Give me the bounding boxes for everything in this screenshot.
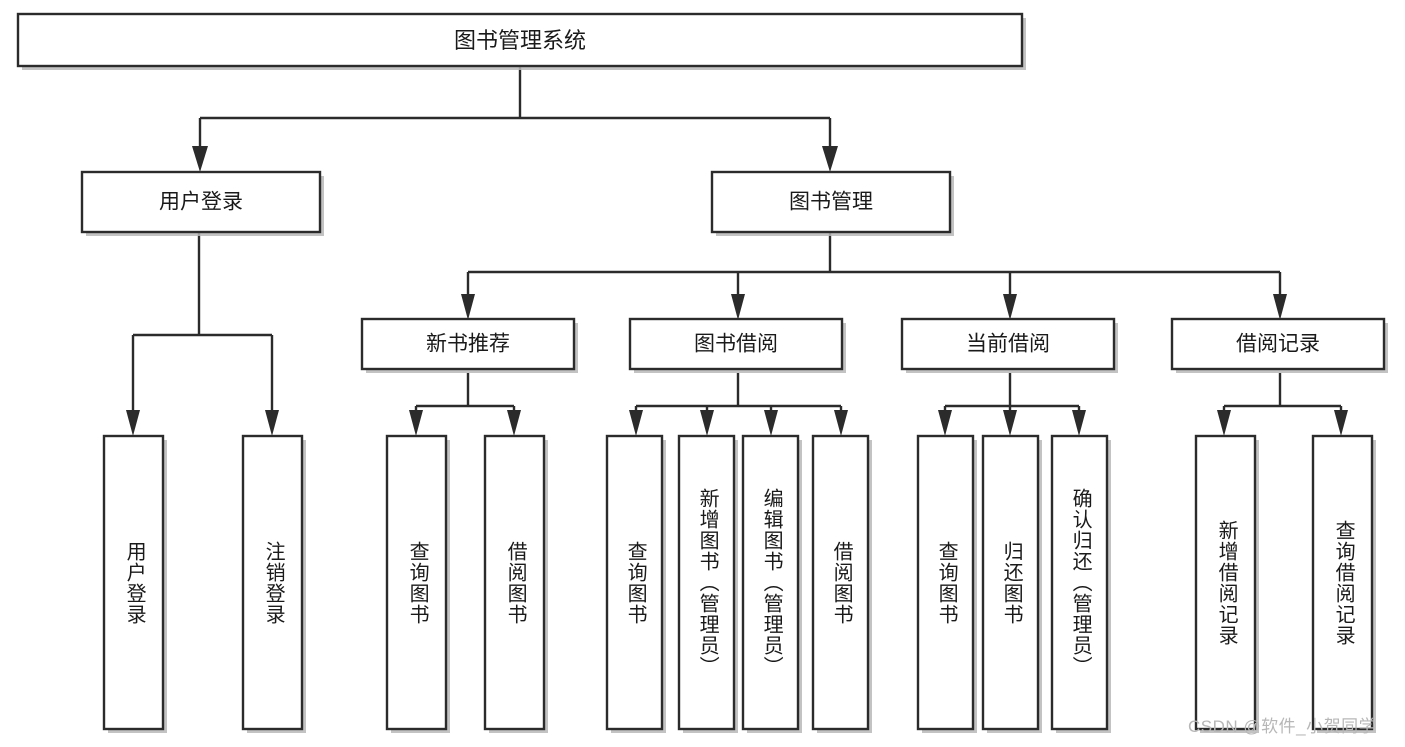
- arrow-borrow-record-leaf-1: [1217, 410, 1231, 436]
- node-leaf-return-book[interactable]: [981, 434, 1040, 731]
- node-leaf-confirm-return-admin[interactable]: [1050, 434, 1109, 731]
- node-root-label: 图书管理系统: [454, 28, 586, 53]
- csdn-watermark: CSDN @软件_小贺同学: [1188, 717, 1377, 736]
- connector-layer: [126, 67, 1348, 436]
- arrow-new-book-leaf-1: [409, 410, 423, 436]
- node-book-management-label: 图书管理: [789, 191, 873, 214]
- node-borrow-record[interactable]: [1170, 317, 1386, 371]
- node-leaf-borrow-book[interactable]: [811, 434, 870, 731]
- arrow-user-login-leaf-1: [126, 410, 140, 436]
- arrow-book-borrow-leaf-4: [834, 410, 848, 436]
- node-leaf-new-book-borrow[interactable]: [483, 434, 546, 731]
- arrow-current-borrow-leaf-3: [1072, 410, 1086, 436]
- node-leaf-current-query[interactable]: [916, 434, 975, 731]
- arrow-to-book-manage: [822, 146, 838, 172]
- node-leaf-query-borrow-record[interactable]: [1311, 434, 1374, 731]
- node-current-borrow-label: 当前借阅: [966, 333, 1050, 356]
- node-leaf-new-book-query[interactable]: [385, 434, 448, 731]
- node-leaf-edit-book-admin[interactable]: [741, 434, 800, 731]
- node-new-book-recommend-label: 新书推荐: [426, 333, 510, 356]
- arrow-to-current-borrow: [1003, 294, 1017, 320]
- arrow-to-new-book: [461, 294, 475, 320]
- node-book-borrow-label: 图书借阅: [694, 333, 778, 356]
- arrow-new-book-leaf-2: [507, 410, 521, 436]
- arrow-user-login-leaf-2: [265, 410, 279, 436]
- node-leaf-add-book-admin[interactable]: [677, 434, 736, 731]
- arrow-book-borrow-leaf-2: [700, 410, 714, 436]
- node-book-borrow[interactable]: [628, 317, 844, 371]
- node-layer: 图书管理系统 用户登录 图书管理 新书推荐 图书借阅 当前借阅 借阅记录: [16, 12, 1388, 733]
- arrow-book-borrow-leaf-1: [629, 410, 643, 436]
- arrow-to-user-login: [192, 146, 208, 172]
- node-book-management[interactable]: [710, 170, 952, 234]
- arrow-borrow-record-leaf-2: [1334, 410, 1348, 436]
- node-root-book-management-system[interactable]: [16, 12, 1024, 68]
- arrow-to-book-borrow: [731, 294, 745, 320]
- arrow-book-borrow-leaf-3: [764, 410, 778, 436]
- node-leaf-user-login[interactable]: [102, 434, 165, 731]
- arrow-to-borrow-record: [1273, 294, 1287, 320]
- node-current-borrow[interactable]: [900, 317, 1116, 371]
- node-new-book-recommend[interactable]: [360, 317, 576, 371]
- node-leaf-logout-login[interactable]: [241, 434, 304, 731]
- node-user-login[interactable]: [80, 170, 322, 234]
- node-borrow-record-label: 借阅记录: [1236, 333, 1320, 356]
- arrow-current-borrow-leaf-2: [1003, 410, 1017, 436]
- node-leaf-borrow-query[interactable]: [605, 434, 664, 731]
- arrow-current-borrow-leaf-1: [938, 410, 952, 436]
- node-leaf-add-borrow-record[interactable]: [1194, 434, 1257, 731]
- node-user-login-label: 用户登录: [159, 191, 243, 214]
